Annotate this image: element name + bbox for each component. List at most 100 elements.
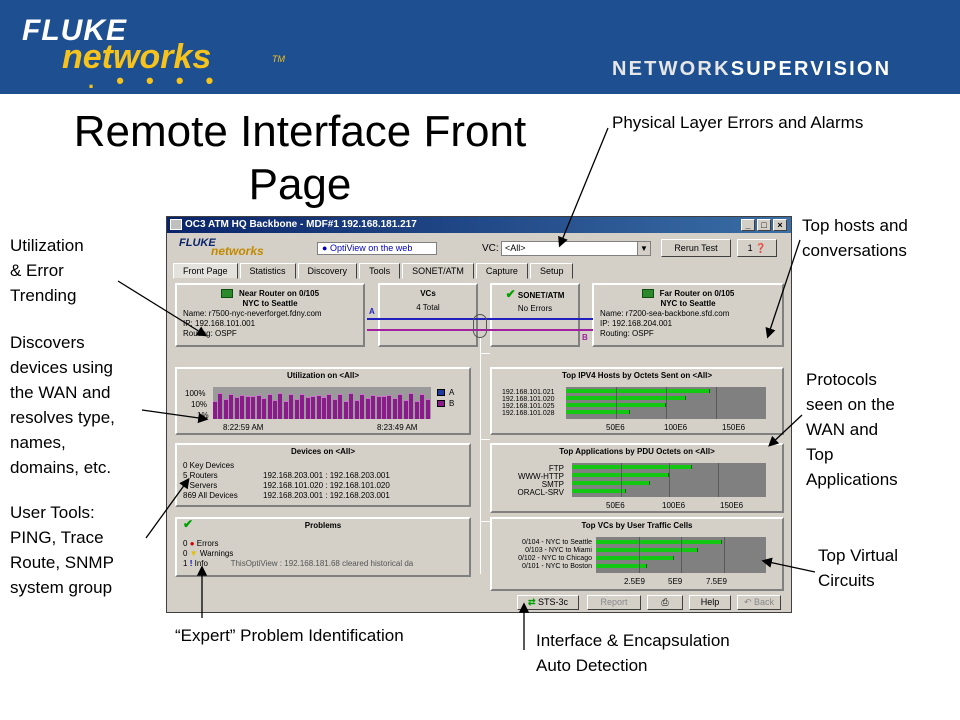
back-button[interactable]: ↶ Back: [737, 595, 781, 610]
utilization-bar: [224, 399, 228, 419]
utilization-bar: [366, 398, 370, 419]
chart-gridline: [669, 463, 670, 497]
main-tabs: Front Page Statistics Discovery Tools SO…: [173, 263, 575, 279]
utilization-bar: [377, 396, 381, 419]
print-button[interactable]: ⎙: [647, 595, 683, 610]
header-banner: FLUKE networks TM . • • • • NETWORKSUPER…: [0, 0, 960, 94]
chart-bar: [596, 548, 698, 552]
utilization-panel[interactable]: Utilization on <All> 100% 10% 1% A B 8:2…: [175, 367, 471, 435]
help-button[interactable]: Help: [689, 595, 731, 610]
utilization-chart: [213, 387, 431, 419]
top-vcs-chart: [596, 537, 766, 573]
utilization-bar: [404, 400, 408, 419]
vc-select[interactable]: <All> ▼: [501, 241, 651, 256]
top-apps-labels: FTP WWW-HTTP SMTP ORACL-SRV: [517, 464, 564, 497]
instance-count-button[interactable]: 1 ❓: [737, 239, 777, 257]
minimize-button[interactable]: _: [741, 219, 755, 231]
utilization-bar: [273, 400, 277, 419]
tab-front-page[interactable]: Front Page: [173, 263, 238, 279]
interface-button[interactable]: ⇄ STS-3c: [517, 595, 579, 610]
chevron-down-icon[interactable]: ▼: [637, 242, 650, 255]
chart-bar: [566, 396, 686, 400]
annotation-user-tools: User Tools: PING, Trace Route, SNMP syst…: [10, 503, 114, 597]
utilization-bar: [257, 395, 261, 419]
utilization-bar: [371, 395, 375, 419]
problems-panel[interactable]: ✔ Problems 0 ● Errors 0 ▼ Warnings 1 ! I…: [175, 517, 471, 577]
report-button[interactable]: Report: [587, 595, 641, 610]
utilization-bar: [218, 393, 222, 419]
top-applications-panel[interactable]: Top Applications by PDU Octets on <All> …: [490, 443, 784, 513]
utilization-bar: [426, 399, 430, 419]
window-title: OC3 ATM HQ Backbone - MDF#1 192.168.181.…: [185, 219, 417, 230]
far-router-panel[interactable]: Far Router on 0/105 NYC to Seattle Name:…: [592, 283, 784, 347]
utilization-bar: [317, 395, 321, 419]
tab-statistics[interactable]: Statistics: [239, 263, 296, 279]
maximize-button[interactable]: □: [757, 219, 771, 231]
annotation-top-hosts: Top hosts and conversations: [802, 216, 908, 260]
tree-line-h2: [480, 439, 490, 440]
near-router-panel[interactable]: Near Router on 0/105 NYC to Seattle Name…: [175, 283, 365, 347]
problem-row-errors[interactable]: 0 ● Errors: [183, 539, 219, 548]
top-apps-chart: [572, 463, 766, 497]
chart-bar: [566, 389, 710, 393]
utilization-bar: [235, 397, 239, 419]
utilization-bar: [382, 396, 386, 419]
utilization-bar: [262, 398, 266, 419]
legend-swatch-b: [437, 400, 445, 407]
utilization-bar: [284, 401, 288, 419]
close-button[interactable]: ×: [773, 219, 787, 231]
tab-tools[interactable]: Tools: [359, 263, 401, 279]
utilization-bar: [306, 397, 310, 419]
utilization-bar: [420, 394, 424, 419]
annotation-expert: “Expert” Problem Identification: [175, 626, 404, 645]
utilization-bar: [393, 398, 397, 419]
utilization-bar: [327, 394, 331, 419]
networks-logo-text: networks: [62, 38, 212, 76]
chart-gridline: [639, 537, 640, 573]
window-titlebar[interactable]: OC3 ATM HQ Backbone - MDF#1 192.168.181.…: [167, 217, 791, 233]
vc-label: VC:: [482, 243, 499, 254]
utilization-bar: [278, 393, 282, 419]
device-row-key[interactable]: 0 Key Devices: [183, 461, 235, 470]
info-icon: !: [189, 559, 193, 568]
utilization-bar: [355, 400, 359, 419]
sonet-atm-panel[interactable]: ✔ SONET/ATM No Errors: [490, 283, 580, 347]
utilization-bar: [349, 393, 353, 419]
router-icon: [220, 289, 233, 299]
annotation-interface: Interface & Encapsulation Auto Detection: [536, 631, 730, 675]
chart-gridline: [621, 463, 622, 497]
chart-bar: [572, 465, 692, 469]
link-line-b: [367, 329, 593, 331]
top-hosts-chart: [566, 387, 766, 419]
chart-gridline: [724, 537, 725, 573]
annotation-discovers: Discovers devices using the WAN and reso…: [10, 333, 115, 477]
app-logo-networks: networks: [211, 244, 264, 258]
top-vcs-panel[interactable]: Top VCs by User Traffic Cells 0/104 - NY…: [490, 517, 784, 591]
chart-gridline: [718, 463, 719, 497]
utilization-bar: [338, 394, 342, 419]
utilization-bar: [360, 394, 364, 419]
devices-panel[interactable]: Devices on <All> 0 Key Devices 5 Routers…: [175, 443, 471, 507]
tab-setup[interactable]: Setup: [529, 263, 574, 279]
tab-discovery[interactable]: Discovery: [297, 263, 358, 279]
utilization-bar: [295, 399, 299, 419]
tab-capture[interactable]: Capture: [475, 263, 528, 279]
optiview-web-link[interactable]: ● OptiView on the web: [317, 242, 437, 255]
slide-title-line1: Remote Interface Front: [73, 107, 527, 156]
problem-row-warnings[interactable]: 0 ▼ Warnings: [183, 549, 234, 558]
tab-sonet-atm[interactable]: SONET/ATM: [402, 263, 474, 279]
top-hosts-labels: 192.168.101.021 192.168.101.020 192.168.…: [502, 389, 555, 417]
vcs-panel[interactable]: VCs 4 Total: [378, 283, 478, 347]
app-window: OC3 ATM HQ Backbone - MDF#1 192.168.181.…: [166, 216, 792, 613]
utilization-bar: [311, 396, 315, 419]
trademark-mark: TM: [272, 54, 285, 64]
top-hosts-panel[interactable]: Top IPV4 Hosts by Octets Sent on <All> 1…: [490, 367, 784, 435]
rerun-test-button[interactable]: Rerun Test: [661, 239, 731, 257]
link-oval: [473, 314, 487, 338]
chart-gridline: [616, 387, 617, 419]
utilization-bar: [322, 397, 326, 419]
